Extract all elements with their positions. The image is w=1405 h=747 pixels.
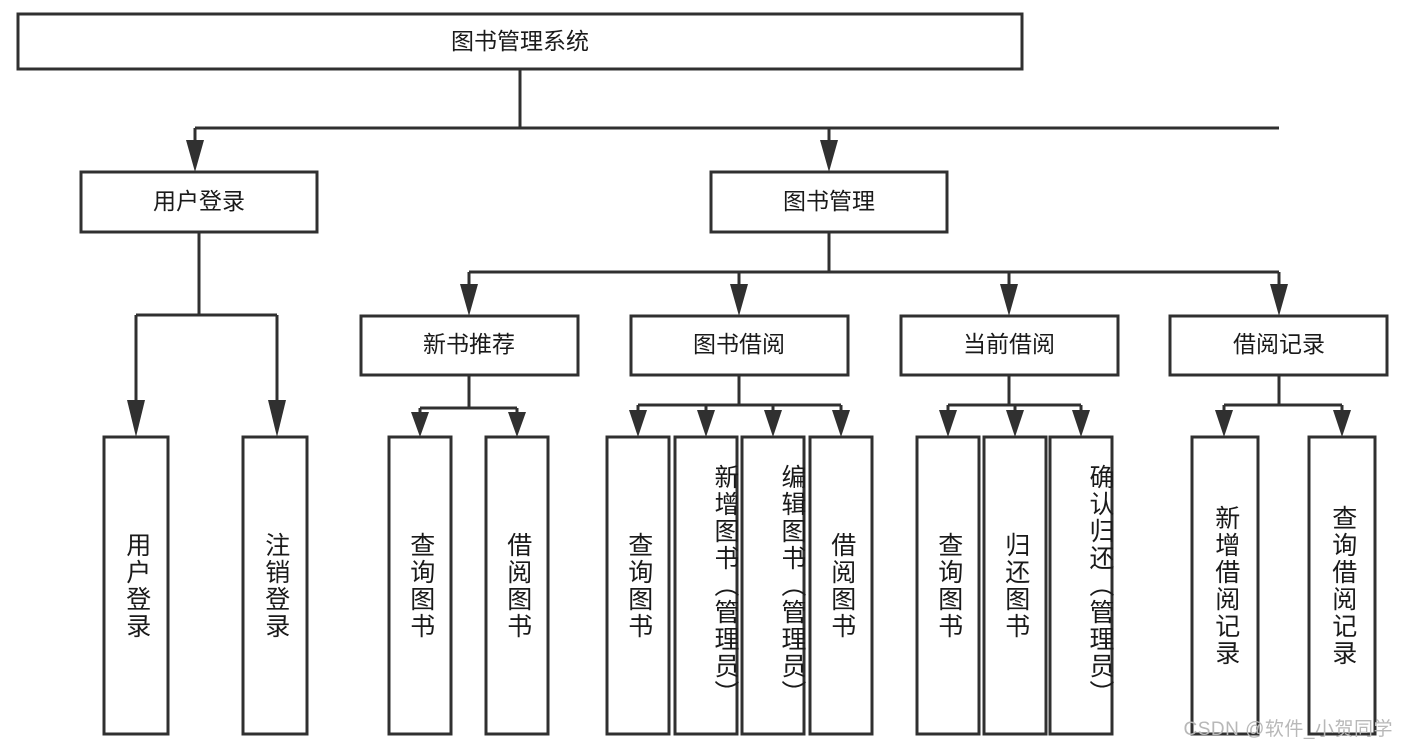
node-root[interactable]: 图书管理系统 <box>16 12 1024 71</box>
node-borrow-record[interactable]: 借阅记录 <box>1168 314 1389 377</box>
csdn-watermark: CSDN @软件_小贺同学 <box>1183 719 1393 740</box>
book-borrow-label: 图书借阅 <box>693 331 785 357</box>
arrow-to-book-borrow <box>730 284 748 316</box>
arrow-to-leaf-confirm-return <box>1072 410 1090 437</box>
new-book-label: 新书推荐 <box>423 331 515 357</box>
node-book-borrow[interactable]: 图书借阅 <box>629 314 850 377</box>
node-new-book[interactable]: 新书推荐 <box>359 314 580 377</box>
arrow-to-leaf-return-book <box>1006 410 1024 437</box>
root-box[interactable] <box>16 12 1024 71</box>
leaf-box-logout[interactable] <box>241 435 309 736</box>
leaf-box-add-book[interactable] <box>673 435 739 736</box>
user-login-label: 用户登录 <box>153 188 245 214</box>
arrow-to-leaf-query-book-3 <box>939 410 957 437</box>
arrow-to-leaf-edit-book <box>764 410 782 437</box>
arrow-to-new-book <box>460 284 478 316</box>
connector-root-to-level2 <box>186 69 1279 172</box>
leaf-box-query-record[interactable] <box>1307 435 1377 736</box>
root-label: 图书管理系统 <box>451 28 589 54</box>
connector-user-login-to-leaves <box>127 232 286 437</box>
leaf-box-return-book[interactable] <box>982 435 1048 736</box>
arrow-to-leaf-query-book-2 <box>629 410 647 437</box>
node-book-manage[interactable]: 图书管理 <box>709 170 949 234</box>
arrow-to-leaf-add-record <box>1215 410 1233 437</box>
arrow-to-user-login <box>186 140 204 172</box>
arrow-to-leaf-query-record <box>1333 410 1351 437</box>
leaf-box-add-record[interactable] <box>1190 435 1260 736</box>
connector-current-borrow-to-leaves <box>939 375 1090 437</box>
leaf-box-query-book-2[interactable] <box>605 435 671 736</box>
arrow-to-current-borrow <box>1000 284 1018 316</box>
connector-book-borrow-to-leaves <box>629 375 850 437</box>
leaf-box-confirm-return[interactable] <box>1048 435 1114 736</box>
arrow-to-leaf-borrow-book-1 <box>508 412 526 437</box>
leaf-box-query-book-3[interactable] <box>915 435 981 736</box>
leaf-boxes-group <box>102 435 1377 736</box>
node-user-login[interactable]: 用户登录 <box>79 170 319 234</box>
leaf-box-edit-book[interactable] <box>740 435 806 736</box>
arrow-to-leaf-add-book <box>697 410 715 437</box>
connector-borrow-record-to-leaves <box>1215 375 1351 437</box>
leaf-box-borrow-book-1[interactable] <box>484 435 550 736</box>
arrow-to-book-manage <box>820 140 838 172</box>
connector-book-manage-to-level3 <box>460 232 1288 316</box>
current-borrow-box[interactable] <box>899 314 1120 377</box>
arrow-to-leaf-user-login <box>127 400 145 437</box>
arrow-to-borrow-record <box>1270 284 1288 316</box>
arrow-to-leaf-borrow-book-2 <box>832 410 850 437</box>
borrow-record-label: 借阅记录 <box>1233 331 1325 357</box>
node-current-borrow[interactable]: 当前借阅 <box>899 314 1120 377</box>
current-borrow-label: 当前借阅 <box>963 331 1055 357</box>
leaf-box-user-login[interactable] <box>102 435 170 736</box>
leaf-box-query-book-1[interactable] <box>387 435 453 736</box>
arrow-to-leaf-logout <box>268 400 286 437</box>
book-manage-label: 图书管理 <box>783 188 875 214</box>
connector-new-book-to-leaves <box>411 375 526 437</box>
user-login-box[interactable] <box>79 170 319 234</box>
new-book-box[interactable] <box>359 314 580 377</box>
arrow-to-leaf-query-book-1 <box>411 412 429 437</box>
leaf-box-borrow-book-2[interactable] <box>808 435 874 736</box>
